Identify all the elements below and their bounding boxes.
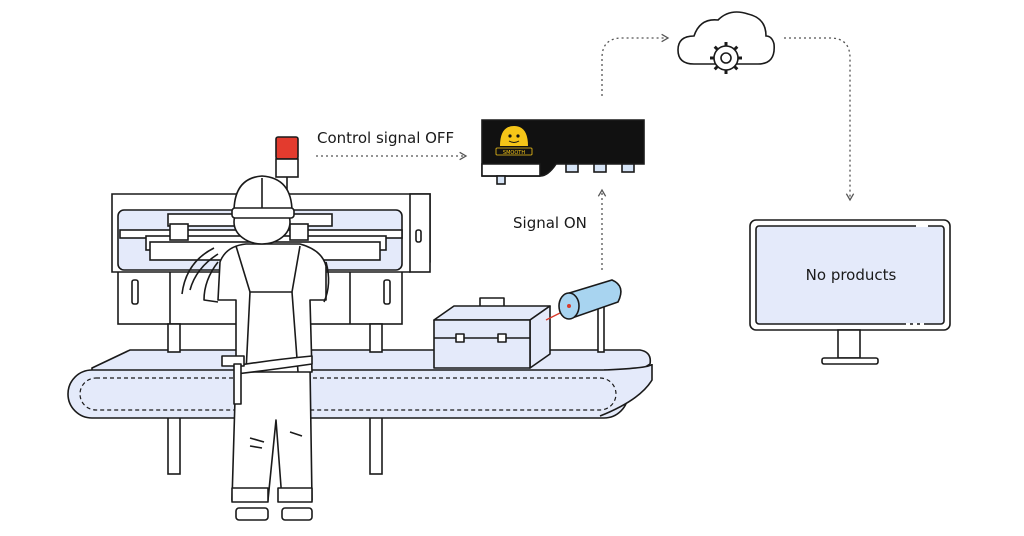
monitor-status-text: No products: [805, 266, 897, 284]
conveyor-belt: [67, 349, 653, 475]
signal-on-label: Signal ON: [513, 214, 587, 232]
toolbox: [433, 297, 551, 369]
factory-worker: [181, 175, 330, 521]
mascot-face-icon: [495, 126, 533, 156]
control-signal-off-label: Control signal OFF: [317, 129, 455, 147]
arrow-to-monitor: [784, 37, 855, 202]
device-badge-text: SMOOTH: [502, 150, 526, 156]
controller-device: [481, 119, 645, 185]
cloud-gear-icon: [677, 11, 775, 74]
photo-sensor: [545, 279, 622, 353]
signal-arrows: [316, 33, 855, 270]
monitor: [749, 219, 951, 365]
arrow-to-cloud: [601, 33, 670, 96]
signal-lamp: [275, 136, 299, 194]
